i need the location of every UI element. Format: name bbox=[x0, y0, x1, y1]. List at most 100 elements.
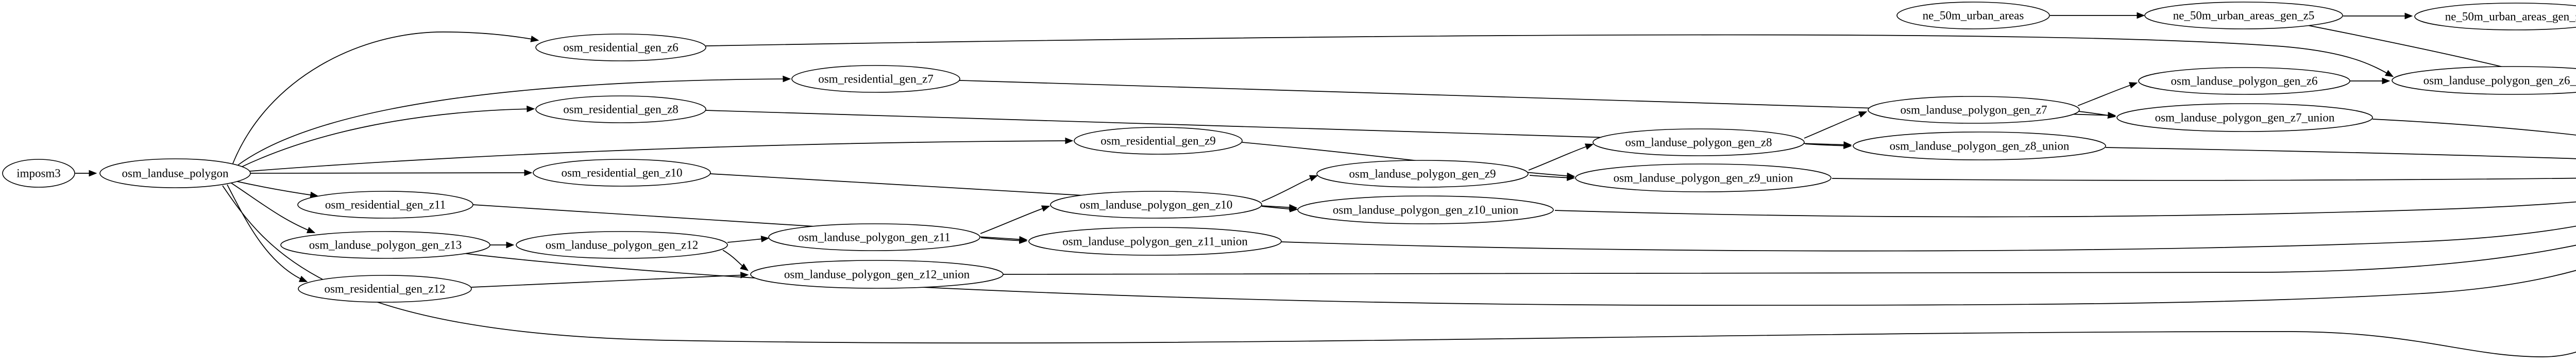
edge-osm_landuse_polygon-to-osm_residential_gen_z8 bbox=[241, 105, 535, 168]
node-imposm3: imposm3 bbox=[2, 159, 75, 188]
nodes-layer: imposm3 osm_landuse_polygon osm_residentia… bbox=[2, 2, 2576, 303]
edge-osm_landuse_polygon_gen_z11-to-osm_landuse_polygon_gen_z10 bbox=[980, 205, 1050, 234]
node-osm_residential_gen_z6: osm_residential_gen_z6 bbox=[535, 34, 706, 61]
node-label-osm_landuse_polygon_gen_z6: osm_landuse_polygon_gen_z6 bbox=[2171, 75, 2318, 88]
edge-osm_landuse_polygon-to-layer_landuse-z14+ bbox=[222, 185, 2576, 357]
node-osm_landuse_polygon_gen_z9_union: osm_landuse_polygon_gen_z9_union bbox=[1575, 163, 1832, 192]
edge-osm_landuse_polygon-to-osm_residential_gen_z11 bbox=[234, 180, 319, 199]
node-ellipse-osm_landuse_polygon_gen_z8_union bbox=[1853, 131, 2106, 160]
node-osm_landuse_polygon_gen_z12_union: osm_landuse_polygon_gen_z12_union bbox=[750, 260, 1004, 289]
node-ne_50m_urban_areas_gen_z5: ne_50m_urban_areas_gen_z5 bbox=[2144, 2, 2343, 29]
node-label-osm_residential_gen_z6: osm_residential_gen_z6 bbox=[563, 41, 679, 54]
node-label-osm_residential_gen_z11: osm_residential_gen_z11 bbox=[325, 199, 446, 211]
edges-layer bbox=[75, 12, 2576, 357]
node-label-osm_landuse_polygon_gen_z9: osm_landuse_polygon_gen_z9 bbox=[1349, 168, 1496, 180]
node-osm_landuse_polygon_gen_z13: osm_landuse_polygon_gen_z13 bbox=[280, 231, 490, 259]
node-osm_landuse_polygon: osm_landuse_polygon bbox=[99, 158, 251, 188]
edge-osm_landuse_polygon-to-osm_residential_gen_z12 bbox=[227, 184, 308, 282]
node-ne_50m_urban_areas_gen_z4: ne_50m_urban_areas_gen_z4 bbox=[2414, 3, 2576, 30]
edge-osm_landuse_polygon_gen_z11_union-to-layer_landuse-z11 bbox=[1281, 225, 2576, 252]
node-label-osm_landuse_polygon: osm_landuse_polygon bbox=[122, 167, 229, 180]
edge-osm_residential_gen_z6-to-osm_landuse_polygon_gen_z6_union bbox=[705, 34, 2394, 77]
node-osm_residential_gen_z11: osm_residential_gen_z11 bbox=[297, 191, 473, 219]
node-ellipse-osm_residential_gen_z8 bbox=[535, 95, 706, 123]
node-ellipse-osm_landuse_polygon_gen_z13 bbox=[280, 231, 490, 259]
node-ellipse-osm_residential_gen_z9 bbox=[1074, 127, 1243, 155]
node-label-osm_landuse_polygon_gen_z12: osm_landuse_polygon_gen_z12 bbox=[546, 239, 698, 252]
edge-osm_landuse_polygon-to-osm_landuse_polygon_gen_z13 bbox=[231, 183, 316, 234]
node-ellipse-osm_landuse_polygon_gen_z6 bbox=[2138, 67, 2350, 95]
edge-osm_landuse_polygon_gen_z9-to-osm_landuse_polygon_gen_z8 bbox=[1528, 143, 1594, 171]
node-label-osm_landuse_polygon_gen_z13: osm_landuse_polygon_gen_z13 bbox=[309, 239, 462, 252]
node-ellipse-imposm3 bbox=[2, 159, 75, 188]
node-ellipse-ne_50m_urban_areas_gen_z4 bbox=[2414, 3, 2576, 30]
edge-osm_landuse_polygon_gen_z10_union-to-layer_landuse-z10 bbox=[1554, 201, 2576, 218]
node-osm_landuse_polygon_gen_z7_union: osm_landuse_polygon_gen_z7_union bbox=[2116, 103, 2373, 132]
node-osm_residential_gen_z9: osm_residential_gen_z9 bbox=[1074, 127, 1243, 155]
node-osm_landuse_polygon_gen_z12: osm_landuse_polygon_gen_z12 bbox=[516, 231, 728, 259]
node-ellipse-ne_50m_urban_areas bbox=[1896, 2, 2050, 29]
node-ellipse-osm_landuse_polygon_gen_z9_union bbox=[1575, 163, 1832, 192]
node-ellipse-osm_landuse_polygon_gen_z9 bbox=[1316, 160, 1529, 188]
node-label-osm_landuse_polygon_gen_z7: osm_landuse_polygon_gen_z7 bbox=[1901, 104, 2047, 117]
edge-osm_landuse_polygon_gen_z12-to-osm_landuse_polygon_gen_z11 bbox=[727, 235, 770, 243]
node-osm_landuse_polygon_gen_z8_union: osm_landuse_polygon_gen_z8_union bbox=[1853, 131, 2106, 160]
node-osm_landuse_polygon_gen_z11: osm_landuse_polygon_gen_z11 bbox=[768, 223, 980, 251]
node-ellipse-osm_landuse_polygon_gen_z7 bbox=[1868, 96, 2080, 124]
node-osm_landuse_polygon_gen_z6: osm_landuse_polygon_gen_z6 bbox=[2138, 67, 2350, 95]
node-osm_residential_gen_z10: osm_residential_gen_z10 bbox=[533, 159, 711, 187]
node-label-osm_landuse_polygon_gen_z11_union: osm_landuse_polygon_gen_z11_union bbox=[1062, 235, 1248, 248]
node-ellipse-osm_landuse_polygon_gen_z12_union bbox=[750, 260, 1004, 289]
node-osm_residential_gen_z12: osm_residential_gen_z12 bbox=[298, 275, 472, 303]
node-label-osm_landuse_polygon_gen_z10_union: osm_landuse_polygon_gen_z10_union bbox=[1333, 204, 1519, 217]
node-label-osm_landuse_polygon_gen_z7_union: osm_landuse_polygon_gen_z7_union bbox=[2155, 111, 2335, 124]
node-label-osm_landuse_polygon_gen_z9_union: osm_landuse_polygon_gen_z9_union bbox=[1614, 172, 1793, 185]
node-osm_landuse_polygon_gen_z10_union: osm_landuse_polygon_gen_z10_union bbox=[1297, 195, 1554, 224]
node-label-osm_landuse_polygon_gen_z8_union: osm_landuse_polygon_gen_z8_union bbox=[1890, 140, 2070, 153]
node-ellipse-osm_landuse_polygon_gen_z11_union bbox=[1028, 227, 1282, 256]
edge-osm_landuse_polygon_gen_z12_union-to-layer_landuse-z12 bbox=[1003, 244, 2576, 275]
node-label-osm_residential_gen_z9: osm_residential_gen_z9 bbox=[1100, 135, 1216, 147]
node-label-osm_landuse_polygon_gen_z8: osm_landuse_polygon_gen_z8 bbox=[1625, 136, 1772, 149]
node-ellipse-osm_residential_gen_z12 bbox=[298, 275, 472, 303]
node-ellipse-osm_residential_gen_z11 bbox=[297, 191, 473, 219]
node-label-osm_residential_gen_z7: osm_residential_gen_z7 bbox=[818, 73, 934, 86]
edge-osm_landuse_polygon-to-osm_residential_gen_z7 bbox=[238, 75, 791, 166]
edge-osm_landuse_polygon_gen_z8_union-to-layer_landuse-z8 bbox=[2105, 147, 2576, 159]
node-ellipse-osm_residential_gen_z7 bbox=[791, 65, 960, 93]
node-label-imposm3: imposm3 bbox=[16, 167, 61, 180]
edge-osm_landuse_polygon_gen_z6_union-to-layer_landuse-z6 bbox=[2572, 90, 2576, 92]
node-ellipse-osm_residential_gen_z10 bbox=[533, 159, 711, 187]
node-osm_landuse_polygon_gen_z9: osm_landuse_polygon_gen_z9 bbox=[1316, 160, 1529, 188]
node-osm_landuse_polygon_gen_z7: osm_landuse_polygon_gen_z7 bbox=[1868, 96, 2080, 124]
node-ellipse-osm_landuse_polygon_gen_z10 bbox=[1050, 191, 1262, 219]
edge-osm_landuse_polygon_gen_z7-to-osm_landuse_polygon_gen_z6 bbox=[2077, 82, 2138, 106]
node-ellipse-osm_landuse_polygon_gen_z12 bbox=[516, 231, 728, 259]
node-ne_50m_urban_areas: ne_50m_urban_areas bbox=[1896, 2, 2050, 29]
node-osm_landuse_polygon_gen_z6_union: osm_landuse_polygon_gen_z6_union bbox=[2392, 66, 2576, 95]
node-osm_landuse_polygon_gen_z10: osm_landuse_polygon_gen_z10 bbox=[1050, 191, 1262, 219]
node-ellipse-ne_50m_urban_areas_gen_z5 bbox=[2144, 2, 2343, 29]
node-label-osm_residential_gen_z10: osm_residential_gen_z10 bbox=[561, 167, 682, 179]
node-ellipse-osm_residential_gen_z6 bbox=[535, 34, 706, 61]
node-ellipse-osm_landuse_polygon_gen_z11 bbox=[768, 223, 980, 251]
node-osm_landuse_polygon_gen_z11_union: osm_landuse_polygon_gen_z11_union bbox=[1028, 227, 1282, 256]
edge-osm_landuse_polygon_gen_z9_union-to-layer_landuse-z9 bbox=[1832, 177, 2576, 181]
node-label-osm_landuse_polygon_gen_z11: osm_landuse_polygon_gen_z11 bbox=[798, 231, 951, 244]
node-label-osm_residential_gen_z8: osm_residential_gen_z8 bbox=[563, 103, 679, 116]
edge-osm_landuse_polygon_gen_z12-to-osm_landuse_polygon_gen_z12_union bbox=[722, 250, 749, 271]
node-ellipse-osm_landuse_polygon_gen_z6_union bbox=[2392, 66, 2576, 95]
edge-osm_residential_gen_z12-to-osm_landuse_polygon_gen_z12_union bbox=[471, 272, 749, 288]
edge-osm_landuse_polygon_gen_z7_union-to-layer_landuse-z7 bbox=[2372, 119, 2576, 136]
edge-osm_landuse_polygon_gen_z8-to-osm_landuse_polygon_gen_z7 bbox=[1804, 111, 1868, 139]
edge-osm_landuse_polygon_gen_z10-to-osm_landuse_polygon_gen_z9 bbox=[1261, 175, 1318, 202]
node-ellipse-osm_landuse_polygon_gen_z10_union bbox=[1297, 195, 1554, 224]
node-ellipse-osm_landuse_polygon bbox=[99, 158, 251, 188]
node-label-ne_50m_urban_areas_gen_z4: ne_50m_urban_areas_gen_z4 bbox=[2445, 10, 2576, 23]
node-osm_residential_gen_z8: osm_residential_gen_z8 bbox=[535, 95, 706, 123]
node-label-ne_50m_urban_areas_gen_z5: ne_50m_urban_areas_gen_z5 bbox=[2173, 9, 2315, 22]
node-label-osm_landuse_polygon_gen_z6_union: osm_landuse_polygon_gen_z6_union bbox=[2424, 74, 2576, 87]
node-osm_residential_gen_z7: osm_residential_gen_z7 bbox=[791, 65, 960, 93]
